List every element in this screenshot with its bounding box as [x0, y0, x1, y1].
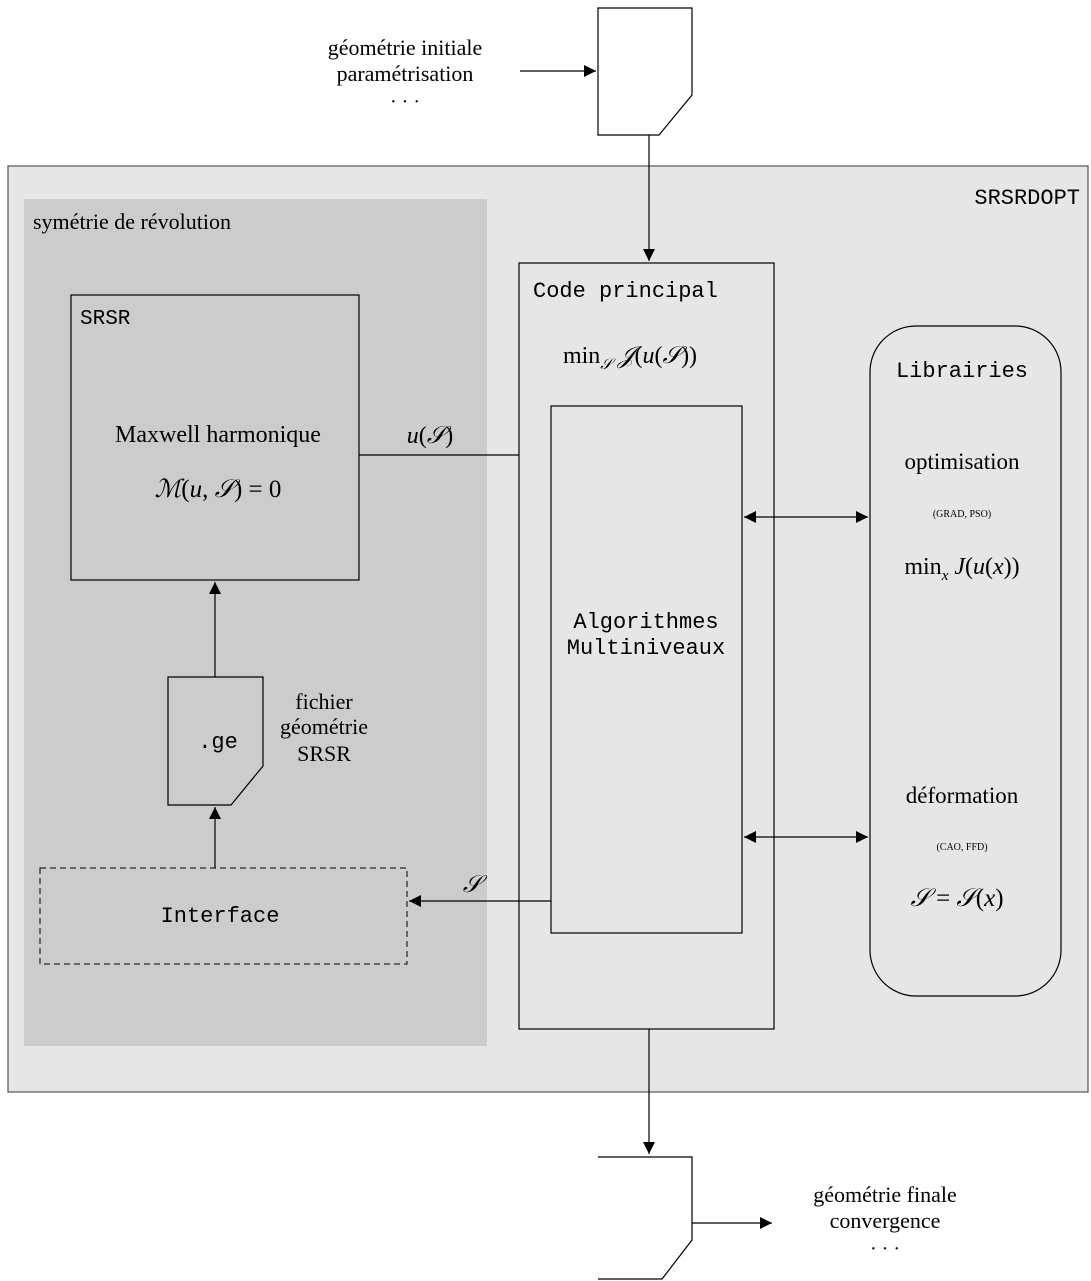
revolution-label: symétrie de révolution [33, 209, 231, 234]
deformation-methods: (CAO, FFD) [936, 842, 987, 853]
srsr-box [70, 294, 360, 581]
input-document-icon [597, 7, 693, 136]
optimisation-formula: minx J(u(x)) [904, 554, 1019, 584]
algorithms-line-2: Multiniveaux [567, 636, 725, 661]
optimisation-methods: (GRAD, PSO) [933, 509, 991, 520]
input-doc-line-3: · · · [390, 91, 420, 113]
srsr-label: SRSR [80, 308, 131, 331]
algorithms-box [550, 405, 743, 934]
output-doc-line-3: · · · [870, 1238, 900, 1260]
code-principal-label: Code principal [533, 279, 718, 304]
input-doc-line-1: géométrie initiale [328, 35, 483, 60]
algorithms-line-1: Algorithmes [573, 610, 718, 635]
libraries-box [869, 325, 1062, 997]
ge-caption-1: fichier [295, 689, 353, 714]
srsr-equation: ℳ(u, 𝒮) = 0 [155, 474, 282, 503]
code-principal-objective: min𝒮 𝒥(u(𝒮)) [563, 341, 697, 373]
srsrdopt-label: SRSRDOPT [974, 186, 1080, 211]
input-doc-line-2: paramétrisation [337, 61, 474, 86]
interface-label: Interface [161, 904, 280, 929]
interface-box [39, 867, 408, 965]
libraries-label: Librairies [896, 359, 1028, 384]
deformation-formula: 𝒮 = 𝒮(x) [910, 883, 1003, 912]
ge-caption-3: SRSR [297, 741, 351, 766]
output-doc-line-2: convergence [830, 1208, 941, 1233]
ge-file-label: .ge [198, 730, 238, 755]
solution-label: u(𝒮) [407, 421, 454, 449]
ge-caption-2: géométrie [280, 714, 368, 739]
optimisation-title: optimisation [905, 449, 1021, 474]
output-document-icon [598, 1156, 693, 1280]
deformation-title: déformation [906, 783, 1019, 808]
ge-file-icon [167, 676, 264, 806]
srsr-title: Maxwell harmonique [115, 422, 321, 448]
output-doc-line-1: géométrie finale [813, 1182, 957, 1207]
